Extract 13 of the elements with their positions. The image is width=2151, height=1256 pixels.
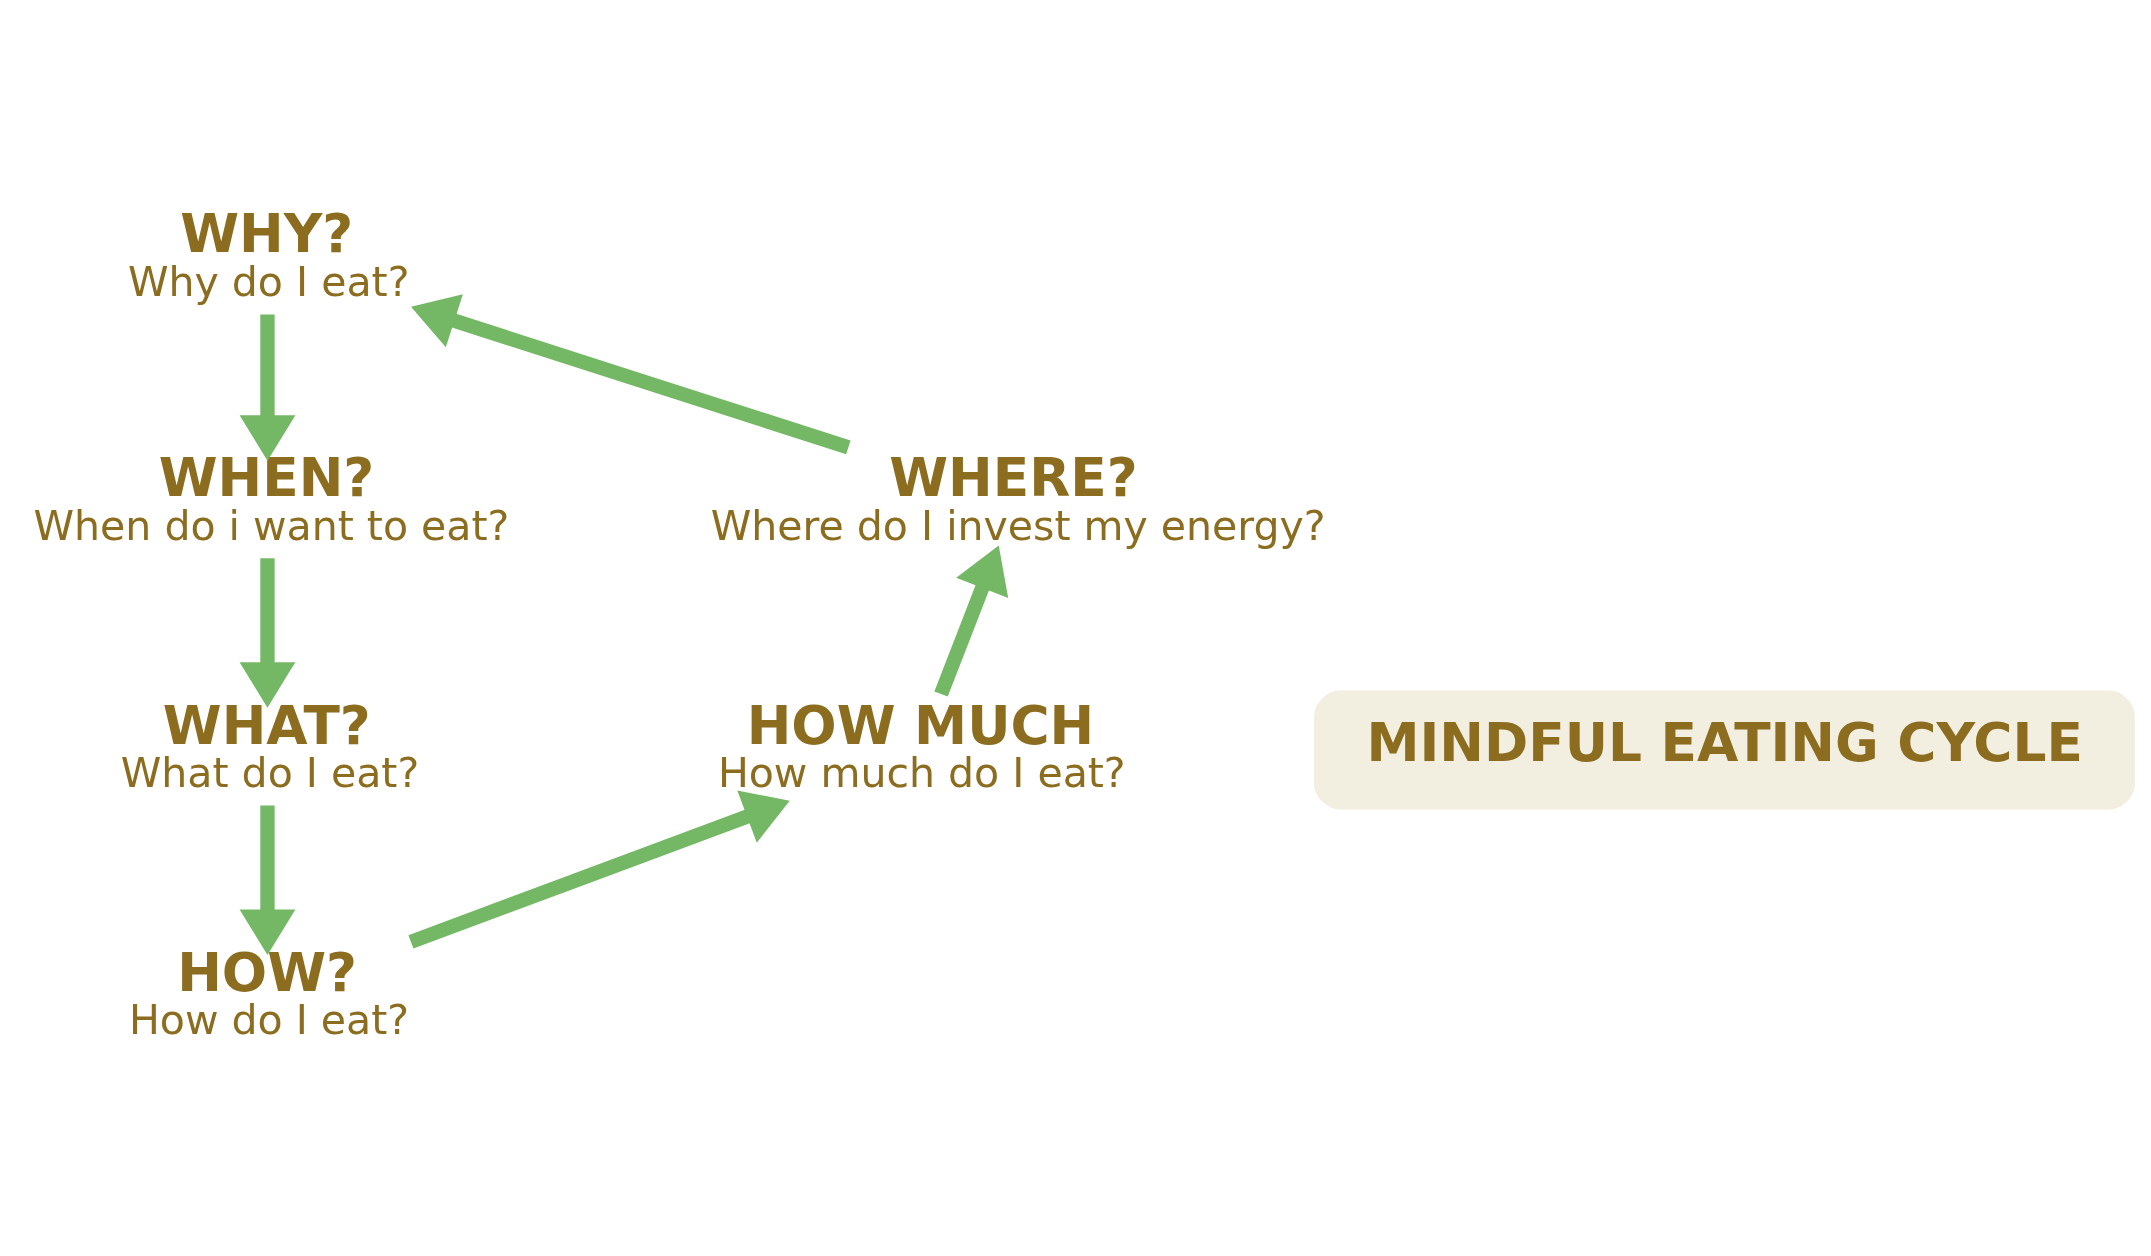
arrow (411, 294, 851, 455)
arrow (239, 314, 296, 461)
node-text: WHEN? When do i want to eat? (33, 446, 510, 550)
node-box: MINDFUL EATING CYCLE (1314, 690, 2135, 810)
node-text: WHAT? What do I eat? (120, 693, 420, 798)
node-text: WHY? Why do I eat? (127, 202, 410, 306)
arrow (934, 545, 1009, 697)
node-text: WHERE? Where do I invest my energy? (710, 446, 1326, 550)
arrow (239, 558, 296, 708)
arrow (408, 790, 790, 949)
arrow (239, 805, 296, 955)
node-text: HOW? How do I eat? (128, 940, 410, 1045)
node-text: HOW MUCH How much do I eat? (717, 693, 1126, 798)
